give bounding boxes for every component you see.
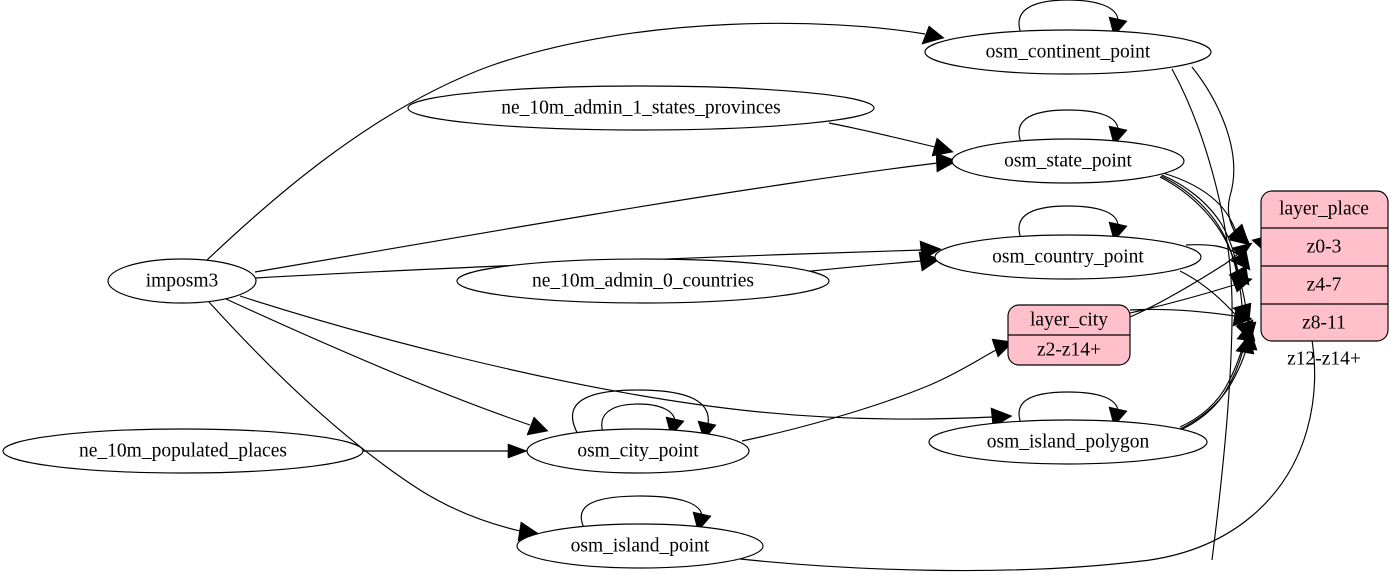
- node-osm-island-point[interactable]: osm_island_point: [516, 523, 764, 569]
- edge-ne-states-to-osm-state-point: [828, 122, 954, 157]
- edge-imposm3-to-osm-state-point: [254, 152, 958, 273]
- node-label-osm-island-point: osm_island_point: [571, 535, 710, 556]
- node-label-osm-state-point: osm_state_point: [1004, 150, 1132, 171]
- node-label-imposm3: imposm3: [146, 270, 219, 291]
- record-title-layer-city: layer_city: [1030, 309, 1108, 330]
- node-osm-island-polygon[interactable]: osm_island_polygon: [928, 419, 1208, 465]
- edge-osm-continent-point-long-curve: [1171, 68, 1233, 561]
- edge-osm-continent-point-to-layer-place: [1191, 66, 1251, 246]
- node-ne-10m-populated-places[interactable]: ne_10m_populated_places: [2, 428, 364, 474]
- record-row-layer-city-0[interactable]: z2-z14+: [1037, 339, 1101, 360]
- node-imposm3[interactable]: imposm3: [107, 258, 257, 304]
- edge-layer: [205, 0, 1316, 572]
- edge-imposm3-to-osm-continent-point: [205, 22, 945, 262]
- edge-imposm3-to-osm-city-point: [225, 298, 549, 436]
- record-row-layer-place-1[interactable]: z4-7: [1307, 274, 1342, 295]
- node-label-osm-continent-point: osm_continent_point: [986, 41, 1151, 62]
- node-label-osm-city-point: osm_city_point: [577, 440, 699, 461]
- node-label-ne-states: ne_10m_admin_1_states_provinces: [501, 97, 780, 118]
- node-ne-10m-admin-0-countries[interactable]: ne_10m_admin_0_countries: [456, 258, 830, 304]
- edge-layer-city-to-layer-place-z0-3: [1129, 242, 1253, 318]
- edge-osm-country-point-to-layer-place-z4-7: [1185, 244, 1251, 271]
- record-row-layer-place-3[interactable]: z12-z14+: [1287, 348, 1361, 369]
- record-title-layer-place: layer_place: [1279, 198, 1369, 219]
- edge-imposm3-to-osm-island-polygon: [239, 295, 1013, 428]
- record-node-layer-place[interactable]: layer_place z0-3 z4-7 z8-11 z12-z14+: [1260, 190, 1389, 369]
- record-layer: layer_place z0-3 z4-7 z8-11 z12-z14+ lay…: [1007, 190, 1389, 369]
- record-row-layer-place-0[interactable]: z0-3: [1307, 236, 1342, 257]
- node-label-osm-island-polygon: osm_island_polygon: [987, 431, 1150, 452]
- edge-layer-city-to-layer-place-z4-7: [1129, 275, 1253, 314]
- record-row-layer-place-2[interactable]: z8-11: [1302, 312, 1346, 333]
- node-label-ne-countries: ne_10m_admin_0_countries: [532, 270, 754, 291]
- edge-osm-island-polygon-to-layer-place-z12b: [1175, 334, 1255, 433]
- node-osm-country-point[interactable]: osm_country_point: [934, 234, 1202, 280]
- edge-imposm3-to-osm-island-point: [208, 301, 540, 542]
- edge-ne-populated-to-osm-city-point: [363, 443, 528, 459]
- node-osm-state-point[interactable]: osm_state_point: [951, 138, 1185, 184]
- node-label-ne-populated: ne_10m_populated_places: [79, 440, 287, 461]
- edge-osm-island-polygon-to-layer-place-z8-11: [1179, 321, 1256, 428]
- node-ne-10m-admin-1-states-provinces[interactable]: ne_10m_admin_1_states_provinces: [407, 85, 875, 131]
- edge-ne-countries-to-osm-country-point: [801, 251, 941, 273]
- edge-layer-city-to-layer-place-z8-11: [1129, 307, 1253, 327]
- node-label-osm-country-point: osm_country_point: [992, 246, 1144, 267]
- node-osm-continent-point[interactable]: osm_continent_point: [924, 29, 1212, 75]
- edge-osm-state-point-to-layer-place-z0-3: [1162, 172, 1250, 245]
- node-osm-city-point[interactable]: osm_city_point: [526, 428, 750, 474]
- record-node-layer-city[interactable]: layer_city z2-z14+: [1007, 304, 1131, 366]
- node-layer: imposm3 ne_10m_admin_1_states_provinces …: [2, 29, 1212, 569]
